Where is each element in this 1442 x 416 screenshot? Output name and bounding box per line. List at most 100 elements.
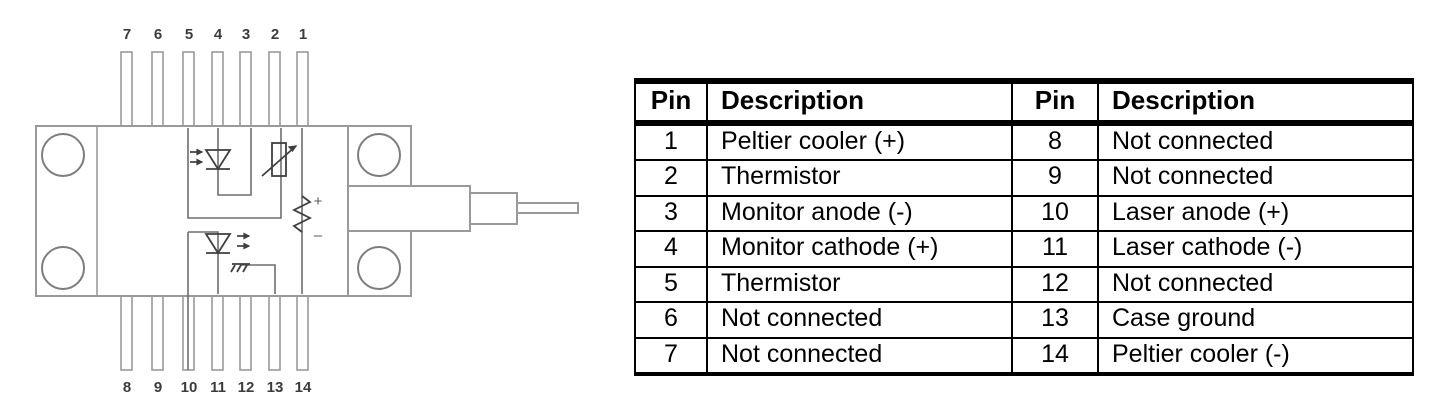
top-pins <box>120 51 309 129</box>
fiber-pigtail <box>347 185 579 232</box>
case-ground-icon <box>230 263 250 273</box>
cell-desc-right: Not connected <box>1097 122 1414 162</box>
laser-arrowhead-1 <box>243 232 251 240</box>
cell-desc-left: Not connected <box>706 337 1013 377</box>
wire-monitor-inner <box>217 128 252 196</box>
top-pin-label-1: 1 <box>299 26 307 43</box>
cell-desc-left: Peltier cooler (+) <box>706 122 1013 162</box>
table-row: 1 Peltier cooler (+) 8 Not connected <box>634 122 1414 162</box>
ground-hatch-1 <box>230 264 236 273</box>
photodiode-icon <box>190 148 232 171</box>
top-pin-label-2: 2 <box>271 26 279 43</box>
wire-monitor-outer <box>187 128 282 219</box>
thermistor-slash <box>261 145 297 177</box>
cell-desc-right: Not connected <box>1097 266 1414 304</box>
top-pin-label-5: 5 <box>185 26 193 43</box>
pin-lead-12 <box>239 293 252 371</box>
cell-pin-right: 14 <box>1011 337 1099 377</box>
cell-pin-right: 8 <box>1011 122 1099 162</box>
cell-pin-left: 6 <box>634 302 708 339</box>
pin-lead-1 <box>296 51 309 129</box>
pin-lead-9 <box>151 293 164 371</box>
thermistor-arrowhead <box>287 145 298 152</box>
pin-lead-11 <box>211 293 224 371</box>
peltier-plus-label: + <box>314 193 323 210</box>
table-row: 4 Monitor cathode (+) 11 Laser cathode (… <box>634 231 1414 268</box>
table-row: 2 Thermistor 9 Not connected <box>634 160 1414 197</box>
cell-pin-left: 2 <box>634 160 708 197</box>
pin-lead-2 <box>268 51 281 129</box>
cell-pin-left: 3 <box>634 195 708 233</box>
cell-pin-right: 11 <box>1011 231 1099 268</box>
top-pin-label-4: 4 <box>214 26 223 43</box>
bottom-pin-label-13: 13 <box>267 379 284 396</box>
bottom-pin-label-12: 12 <box>238 379 255 396</box>
cell-pin-right: 10 <box>1011 195 1099 233</box>
photodiode-arrowhead-1 <box>196 148 204 156</box>
cell-pin-left: 5 <box>634 266 708 304</box>
laser-arrowhead-2 <box>243 242 251 250</box>
wire-case-ground <box>240 264 276 294</box>
cell-desc-left: Not connected <box>706 302 1013 339</box>
thermistor-body <box>271 142 287 177</box>
bottom-pins <box>120 293 309 371</box>
peltier-icon: + – <box>291 193 323 244</box>
top-pin-label-6: 6 <box>154 26 162 43</box>
table-row: 3 Monitor anode (-) 10 Laser anode (+) <box>634 195 1414 233</box>
photodiode-arrowhead-2 <box>196 158 204 166</box>
cell-pin-right: 13 <box>1011 302 1099 339</box>
cell-desc-left: Monitor anode (-) <box>706 195 1013 233</box>
peltier-zigzag <box>291 195 313 233</box>
ground-hatch-2 <box>236 264 242 273</box>
laser-diode-triangle <box>204 233 232 255</box>
thermistor-icon <box>261 142 298 177</box>
bottom-pin-labels: 8 9 10 11 12 13 14 <box>123 379 312 396</box>
pin-description-table: Pin Description Pin Description 1 Peltie… <box>634 78 1414 377</box>
pigtail-ferrule <box>469 192 518 225</box>
pin-lead-14 <box>296 293 309 371</box>
bottom-pin-label-10: 10 <box>181 379 198 396</box>
pin-lead-4 <box>211 51 224 129</box>
peltier-minus-label: – <box>314 227 323 244</box>
top-pin-label-7: 7 <box>123 26 131 43</box>
top-pin-labels: 7 6 5 4 3 2 1 <box>123 26 307 43</box>
pin-lead-13 <box>268 293 281 371</box>
table-row: 7 Not connected 14 Peltier cooler (-) <box>634 337 1414 377</box>
table-row: 6 Not connected 13 Case ground <box>634 302 1414 339</box>
ground-hatch-3 <box>242 264 248 273</box>
cell-pin-right: 12 <box>1011 266 1099 304</box>
cell-desc-left: Thermistor <box>706 160 1013 197</box>
table-row: 5 Thermistor 12 Not connected <box>634 266 1414 304</box>
cell-desc-right: Peltier cooler (-) <box>1097 337 1414 377</box>
pigtail-boot <box>347 185 471 232</box>
cell-pin-left: 1 <box>634 122 708 162</box>
header-desc-left: Description <box>706 78 1013 126</box>
cell-pin-right: 9 <box>1011 160 1099 197</box>
cell-desc-left: Thermistor <box>706 266 1013 304</box>
cell-desc-left: Monitor cathode (+) <box>706 231 1013 268</box>
pin-lead-6 <box>151 51 164 129</box>
bottom-pin-label-11: 11 <box>210 379 226 396</box>
package-schematic-svg: 7 6 5 4 3 2 1 <box>35 26 579 396</box>
wire-laser-top <box>188 231 219 294</box>
header-pin-left: Pin <box>634 78 708 126</box>
pin-lead-7 <box>120 51 133 129</box>
top-pin-label-3: 3 <box>242 26 250 43</box>
pin-description-table-panel: Pin Description Pin Description 1 Peltie… <box>634 78 1414 377</box>
package-diagram: 7 6 5 4 3 2 1 <box>0 0 620 416</box>
internal-wiring <box>187 128 303 370</box>
cell-pin-left: 4 <box>634 231 708 268</box>
mounting-hole-top-left <box>41 133 85 177</box>
cell-desc-right: Laser anode (+) <box>1097 195 1414 233</box>
header-desc-right: Description <box>1097 78 1414 126</box>
header-pin-right: Pin <box>1011 78 1099 126</box>
cell-desc-right: Not connected <box>1097 160 1414 197</box>
mounting-hole-bottom-left <box>41 246 85 290</box>
cell-desc-right: Case ground <box>1097 302 1414 339</box>
bottom-pin-label-8: 8 <box>123 379 131 396</box>
bottom-pin-label-14: 14 <box>295 379 312 396</box>
pin-lead-5 <box>182 51 195 129</box>
pin-lead-8 <box>120 293 133 371</box>
bottom-pin-label-9: 9 <box>154 379 162 396</box>
